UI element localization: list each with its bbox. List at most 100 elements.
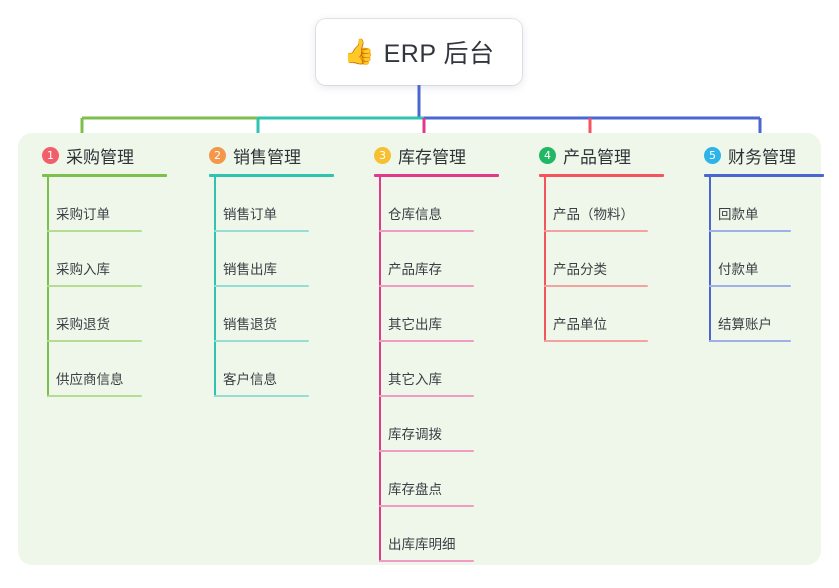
leaf-label: 付款单 bbox=[718, 262, 759, 277]
branch-leaves-1: 采购订单采购入库采购退货供应商信息 bbox=[22, 177, 174, 397]
leaf-rule bbox=[214, 285, 309, 287]
branch-rule-3 bbox=[374, 174, 499, 177]
leaf-label: 产品（物料） bbox=[553, 207, 634, 222]
leaf-rule bbox=[47, 285, 142, 287]
leaf-label: 库存调拨 bbox=[388, 427, 442, 442]
leaf-node[interactable]: 回款单 bbox=[684, 177, 818, 232]
leaf-node[interactable]: 出库库明细 bbox=[354, 507, 506, 562]
leaf-label: 产品库存 bbox=[388, 262, 442, 277]
leaf-node[interactable]: 产品分类 bbox=[519, 232, 671, 287]
leaf-node[interactable]: 产品（物料） bbox=[519, 177, 671, 232]
leaf-label: 其它出库 bbox=[388, 317, 442, 332]
branch-leaves-3: 仓库信息产品库存其它出库其它入库库存调拨库存盘点出库库明细 bbox=[354, 177, 506, 562]
leaf-node[interactable]: 供应商信息 bbox=[22, 342, 174, 397]
leaf-label: 采购入库 bbox=[56, 262, 110, 277]
leaf-label: 销售订单 bbox=[223, 207, 277, 222]
leaf-node[interactable]: 销售订单 bbox=[189, 177, 341, 232]
leaf-node[interactable]: 销售退货 bbox=[189, 287, 341, 342]
leaf-node[interactable]: 销售出库 bbox=[189, 232, 341, 287]
branch-rule-4 bbox=[539, 174, 664, 177]
branch-rule-1 bbox=[42, 174, 167, 177]
branch-badge-5: 5 bbox=[704, 146, 721, 164]
branch-badge-2: 2 bbox=[209, 146, 226, 164]
leaf-node[interactable]: 其它出库 bbox=[354, 287, 506, 342]
leaf-rule bbox=[379, 340, 474, 342]
leaf-label: 产品单位 bbox=[553, 317, 607, 332]
leaf-label: 采购订单 bbox=[56, 207, 110, 222]
branch-leaves-2: 销售订单销售出库销售退货客户信息 bbox=[189, 177, 341, 397]
root-node[interactable]: 👍 ERP 后台 bbox=[316, 19, 522, 85]
leaf-node[interactable]: 结算账户 bbox=[684, 287, 818, 342]
branch-spine-2 bbox=[214, 177, 216, 397]
leaf-rule bbox=[379, 395, 474, 397]
branch-spine-3 bbox=[379, 177, 381, 562]
branches-panel bbox=[18, 133, 821, 565]
leaf-label: 结算账户 bbox=[718, 317, 772, 332]
leaf-label: 客户信息 bbox=[223, 372, 277, 387]
branch-badge-3: 3 bbox=[374, 146, 391, 164]
leaf-rule bbox=[379, 450, 474, 452]
leaf-rule bbox=[47, 230, 142, 232]
branch-badge-4: 4 bbox=[539, 146, 556, 164]
branch-title-3: 库存管理 bbox=[398, 147, 466, 167]
branch-leaves-5: 回款单付款单结算账户 bbox=[684, 177, 818, 342]
leaf-rule bbox=[47, 340, 142, 342]
leaf-label: 出库库明细 bbox=[388, 537, 456, 552]
leaf-rule bbox=[47, 395, 142, 397]
branch-rule-2 bbox=[209, 174, 334, 177]
leaf-rule bbox=[214, 395, 309, 397]
leaf-rule bbox=[544, 285, 648, 287]
leaf-rule bbox=[379, 560, 474, 562]
leaf-node[interactable]: 仓库信息 bbox=[354, 177, 506, 232]
branch-leaves-4: 产品（物料） 产品分类产品单位 bbox=[519, 177, 671, 342]
branch-column-5: 5 财务管理回款单付款单结算账户 bbox=[684, 142, 824, 342]
branch-header-5[interactable]: 5 财务管理 bbox=[684, 142, 818, 168]
leaf-label: 回款单 bbox=[718, 207, 759, 222]
branch-spine-5 bbox=[709, 177, 711, 342]
leaf-rule bbox=[214, 340, 309, 342]
leaf-label: 销售退货 bbox=[223, 317, 277, 332]
leaf-label: 库存盘点 bbox=[388, 482, 442, 497]
leaf-rule bbox=[544, 340, 648, 342]
leaf-node[interactable]: 客户信息 bbox=[189, 342, 341, 397]
leaf-label: 产品分类 bbox=[553, 262, 607, 277]
branch-title-1: 采购管理 bbox=[66, 147, 134, 167]
leaf-label: 供应商信息 bbox=[56, 372, 124, 387]
branch-spine-1 bbox=[47, 177, 49, 397]
leaf-rule bbox=[379, 285, 474, 287]
leaf-rule bbox=[214, 230, 309, 232]
root-node-title: ERP 后台 bbox=[383, 40, 495, 68]
branch-rule-5 bbox=[704, 174, 824, 177]
branch-title-5: 财务管理 bbox=[728, 147, 796, 167]
leaf-node[interactable]: 产品单位 bbox=[519, 287, 671, 342]
leaf-label: 其它入库 bbox=[388, 372, 442, 387]
leaf-node[interactable]: 付款单 bbox=[684, 232, 818, 287]
branch-header-4[interactable]: 4 产品管理 bbox=[519, 142, 671, 168]
leaf-rule bbox=[379, 505, 474, 507]
branch-column-4: 4 产品管理产品（物料） 产品分类产品单位 bbox=[519, 142, 671, 342]
thumbs-up-icon: 👍 bbox=[343, 37, 375, 66]
leaf-node[interactable]: 库存盘点 bbox=[354, 452, 506, 507]
leaf-node[interactable]: 其它入库 bbox=[354, 342, 506, 397]
leaf-label: 销售出库 bbox=[223, 262, 277, 277]
leaf-rule bbox=[709, 340, 791, 342]
branch-header-3[interactable]: 3 库存管理 bbox=[354, 142, 506, 168]
branch-column-3: 3 库存管理仓库信息产品库存其它出库其它入库库存调拨库存盘点出库库明细 bbox=[354, 142, 506, 562]
leaf-rule bbox=[379, 230, 474, 232]
leaf-rule bbox=[544, 230, 648, 232]
leaf-rule bbox=[709, 230, 791, 232]
leaf-label: 采购退货 bbox=[56, 317, 110, 332]
leaf-rule bbox=[709, 285, 791, 287]
leaf-node[interactable]: 产品库存 bbox=[354, 232, 506, 287]
branch-title-4: 产品管理 bbox=[563, 147, 631, 167]
leaf-node[interactable]: 采购订单 bbox=[22, 177, 174, 232]
leaf-node[interactable]: 采购退货 bbox=[22, 287, 174, 342]
leaf-node[interactable]: 库存调拨 bbox=[354, 397, 506, 452]
leaf-label: 仓库信息 bbox=[388, 207, 442, 222]
leaf-node[interactable]: 采购入库 bbox=[22, 232, 174, 287]
